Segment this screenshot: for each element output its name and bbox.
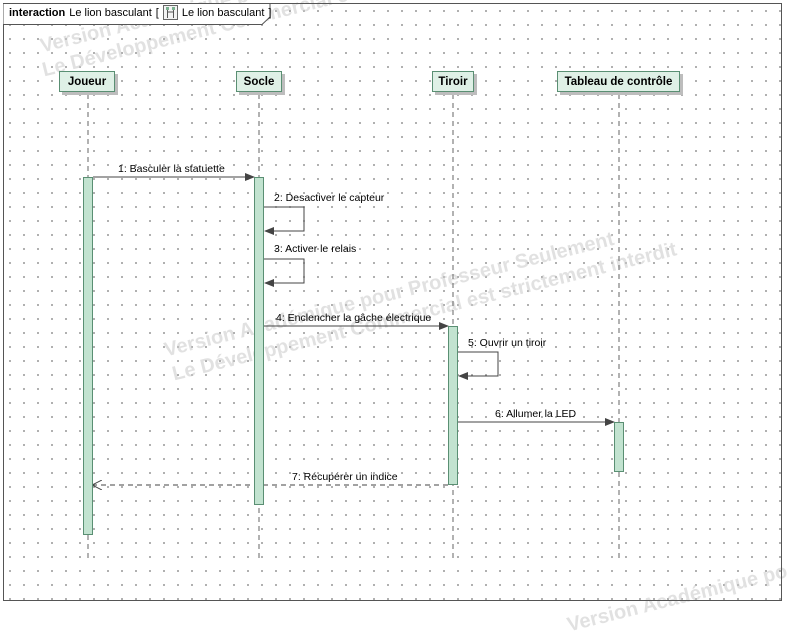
message-arrow-3[interactable] [264, 258, 305, 287]
message-arrow-5[interactable] [458, 351, 499, 380]
interaction-frame [3, 3, 782, 601]
frame-name-tab [3, 3, 271, 25]
frame-ref-close: ] [268, 6, 272, 19]
frame-title: interaction Le lion basculant [ Le lion … [9, 5, 271, 20]
message-label-1: 1: Basculer la statuette [118, 163, 225, 175]
frame-ref-open: [ [155, 6, 159, 19]
message-label-7: 7: Récupérer un indice [292, 471, 398, 483]
interaction-diagram-icon[interactable] [162, 5, 178, 20]
message-label-2: 2: Desactiver le capteur [274, 192, 385, 204]
activation-tiroir [448, 326, 458, 485]
lifeline-tiroir[interactable]: Tiroir [432, 71, 474, 92]
message-arrow-2[interactable] [264, 206, 305, 235]
lifeline-joueur[interactable]: Joueur [59, 71, 115, 92]
activation-tableau [614, 422, 624, 472]
lifeline-tableau[interactable]: Tableau de contrôle [557, 71, 680, 92]
frame-ref-name[interactable]: Le lion basculant [181, 6, 265, 19]
message-label-4: 4: Enclencher la gâche électrique [276, 312, 432, 324]
message-label-6: 6: Allumer la LED [495, 408, 577, 420]
activation-joueur [83, 177, 93, 535]
frame-name: Le lion basculant [69, 6, 152, 19]
frame-keyword: interaction [9, 6, 66, 19]
lifeline-socle[interactable]: Socle [236, 71, 282, 92]
message-label-3: 3: Activer le relais [274, 243, 357, 255]
message-label-5: 5: Ouvrir un tiroir [468, 337, 547, 349]
activation-socle [254, 177, 264, 505]
